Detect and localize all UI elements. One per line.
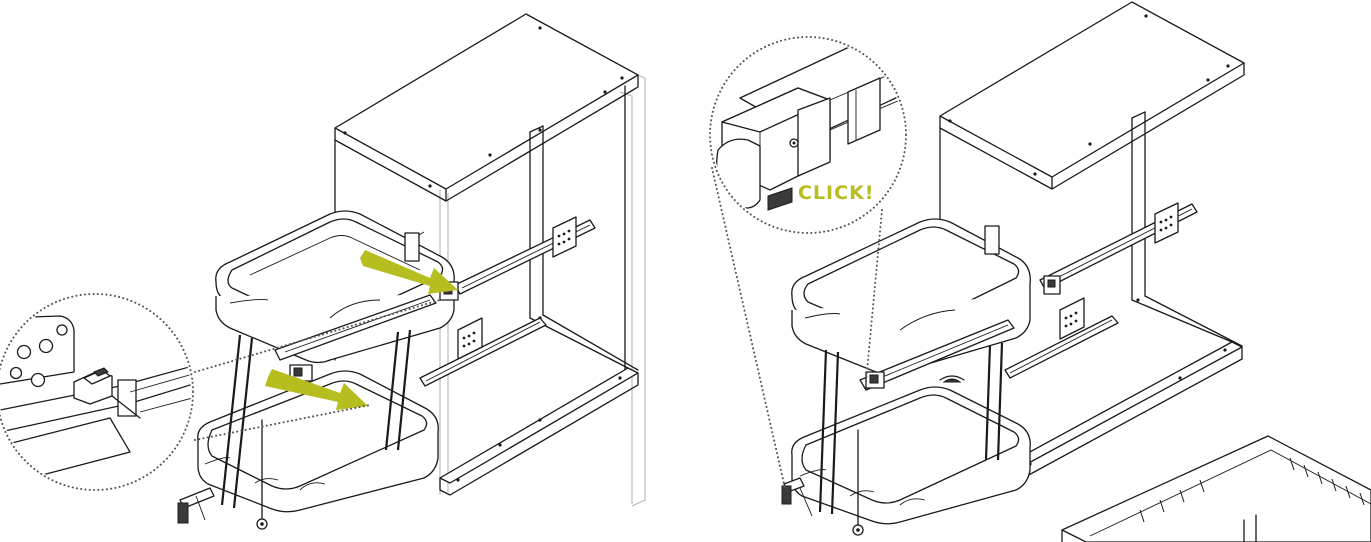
- wheel-icon: [852, 524, 864, 536]
- cabinet-left: [334, 13, 646, 507]
- magnifier-callout-icon: [0, 293, 441, 491]
- panel-right-click-step: CLICK!: [709, 1, 1371, 542]
- magnifier-callout-icon: CLICK!: [709, 36, 907, 489]
- panel-perforations: [9, 324, 68, 388]
- next-cabinet-top-partial: [1061, 435, 1371, 542]
- mounting-bracket-upper: [552, 216, 577, 258]
- pullout-unit-right: [781, 218, 1061, 536]
- mounting-bracket-lower: [457, 317, 483, 360]
- click-callout-text: CLICK!: [798, 182, 874, 204]
- arrow-insert-icon: [265, 369, 368, 410]
- cabinet-right: [939, 1, 1245, 478]
- wheel-icon: [256, 518, 268, 530]
- pullout-unit-left: [177, 210, 459, 530]
- panel-left-insert-step: [0, 13, 646, 530]
- arrow-insert-icon: [360, 250, 458, 294]
- cabinet-screws: [343, 26, 624, 482]
